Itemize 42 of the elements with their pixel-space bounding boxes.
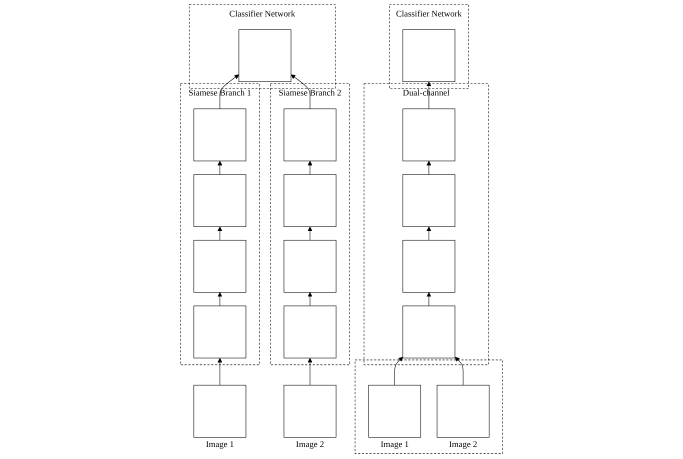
node-box bbox=[402, 240, 456, 293]
node-box bbox=[194, 306, 246, 358]
arrow bbox=[394, 356, 404, 386]
node-box bbox=[402, 306, 456, 358]
node-box bbox=[402, 108, 456, 162]
arrow bbox=[218, 160, 222, 175]
node-box bbox=[194, 174, 246, 227]
arrow bbox=[220, 74, 240, 110]
cluster: Siamese Branch 1 bbox=[180, 83, 260, 366]
node-box bbox=[402, 174, 456, 227]
image-caption: Image 2 bbox=[296, 439, 324, 450]
cluster bbox=[354, 360, 503, 454]
cluster: Siamese Branch 2 bbox=[270, 83, 350, 366]
cluster: Classifier Network bbox=[188, 4, 336, 89]
arrow bbox=[426, 292, 432, 306]
node-box bbox=[436, 384, 490, 438]
node-box bbox=[284, 306, 336, 358]
arrow bbox=[308, 160, 312, 175]
cluster: Classifier Network bbox=[389, 4, 469, 89]
image-caption: Image 2 bbox=[449, 439, 478, 450]
node-box bbox=[402, 29, 456, 82]
node-box bbox=[194, 384, 246, 438]
arrow bbox=[426, 226, 432, 240]
arrow bbox=[308, 226, 312, 240]
image-caption: Image 1 bbox=[206, 439, 234, 450]
arrow bbox=[426, 160, 432, 175]
arrow bbox=[308, 358, 312, 386]
arrow bbox=[290, 74, 310, 110]
node-box bbox=[284, 108, 336, 162]
arrow bbox=[454, 356, 464, 386]
arrow bbox=[218, 292, 222, 306]
node-box bbox=[238, 29, 292, 82]
arrow bbox=[218, 226, 222, 240]
arrow bbox=[218, 358, 222, 386]
node-box bbox=[284, 384, 336, 438]
node-box bbox=[368, 384, 422, 438]
node-box bbox=[284, 174, 336, 227]
image-caption: Image 1 bbox=[380, 439, 409, 450]
node-box bbox=[284, 240, 336, 293]
node-box bbox=[194, 108, 246, 162]
arrow bbox=[308, 292, 312, 306]
node-box bbox=[194, 240, 246, 293]
